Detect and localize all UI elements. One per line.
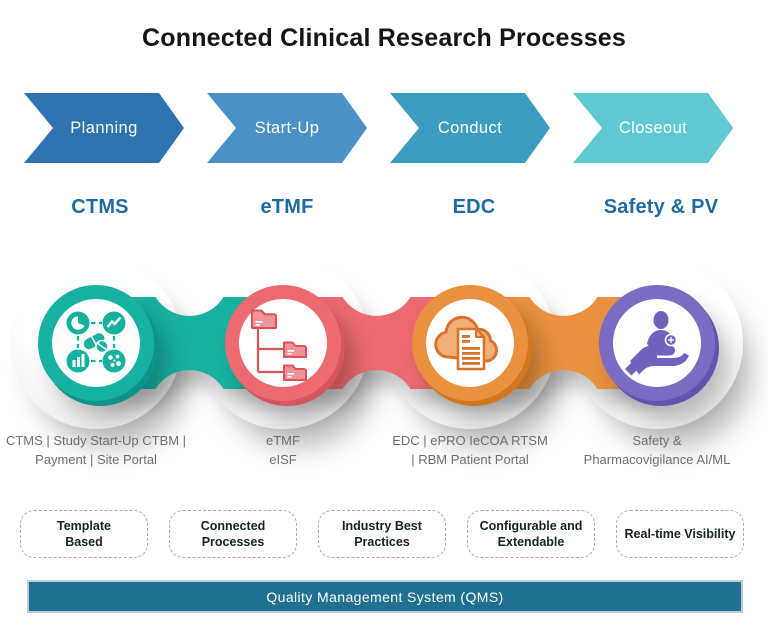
hand-care-icon bbox=[625, 311, 689, 376]
qms-bar-label: Quality Management System (QMS) bbox=[266, 588, 504, 605]
system-description-ctms: CTMS | Study Start-Up CTBM | Payment | S… bbox=[5, 433, 187, 467]
process-chain bbox=[0, 243, 768, 443]
system-name-safety: Safety & PV bbox=[603, 196, 719, 218]
phase-label: Closeout bbox=[618, 118, 688, 137]
qms-bar: Quality Management System (QMS) bbox=[27, 580, 743, 613]
ring-etmf bbox=[225, 285, 341, 401]
feature-badge-realtime: Real-time Visibility bbox=[616, 510, 744, 558]
feature-badge-configurable: Configurable and Extendable bbox=[467, 510, 595, 558]
feature-badge-connected: Connected Processes bbox=[169, 510, 297, 558]
system-name-ctms: CTMS bbox=[71, 196, 129, 218]
phase-label: Planning bbox=[70, 118, 138, 137]
system-name-edc: EDC bbox=[452, 196, 496, 218]
phase-label: Start-Up bbox=[254, 118, 320, 137]
analytics-pills-icon bbox=[66, 311, 126, 373]
phase-arrow-startup: Start-Up bbox=[207, 93, 367, 163]
ring-edc bbox=[412, 285, 528, 401]
system-description-etmf: eTMF eISF bbox=[266, 433, 300, 467]
page-title: Connected Clinical Research Processes bbox=[142, 24, 626, 52]
phase-arrow-conduct: Conduct bbox=[390, 93, 550, 163]
system-name-etmf: eTMF bbox=[260, 196, 314, 218]
ring-safety bbox=[599, 285, 715, 401]
phase-arrow-closeout: Closeout bbox=[573, 93, 733, 163]
cloud-document-icon bbox=[434, 315, 498, 371]
folder-tree-icon bbox=[251, 309, 307, 381]
feature-badges: Template Based Connected Processes Indus… bbox=[20, 510, 744, 558]
feature-badge-practices: Industry Best Practices bbox=[318, 510, 446, 558]
phase-arrow-planning: Planning bbox=[24, 93, 184, 163]
feature-badge-template: Template Based bbox=[20, 510, 148, 558]
ring-ctms bbox=[38, 285, 154, 401]
system-description-edc: EDC | ePRO IeCOA RTSM | RBM Patient Port… bbox=[392, 433, 548, 467]
phase-arrow-row: Planning Start-Up Conduct Closeout bbox=[24, 93, 733, 163]
system-description-safety: Safety & Pharmacovigilance AI/ML bbox=[583, 433, 731, 467]
phase-label: Conduct bbox=[437, 118, 503, 137]
